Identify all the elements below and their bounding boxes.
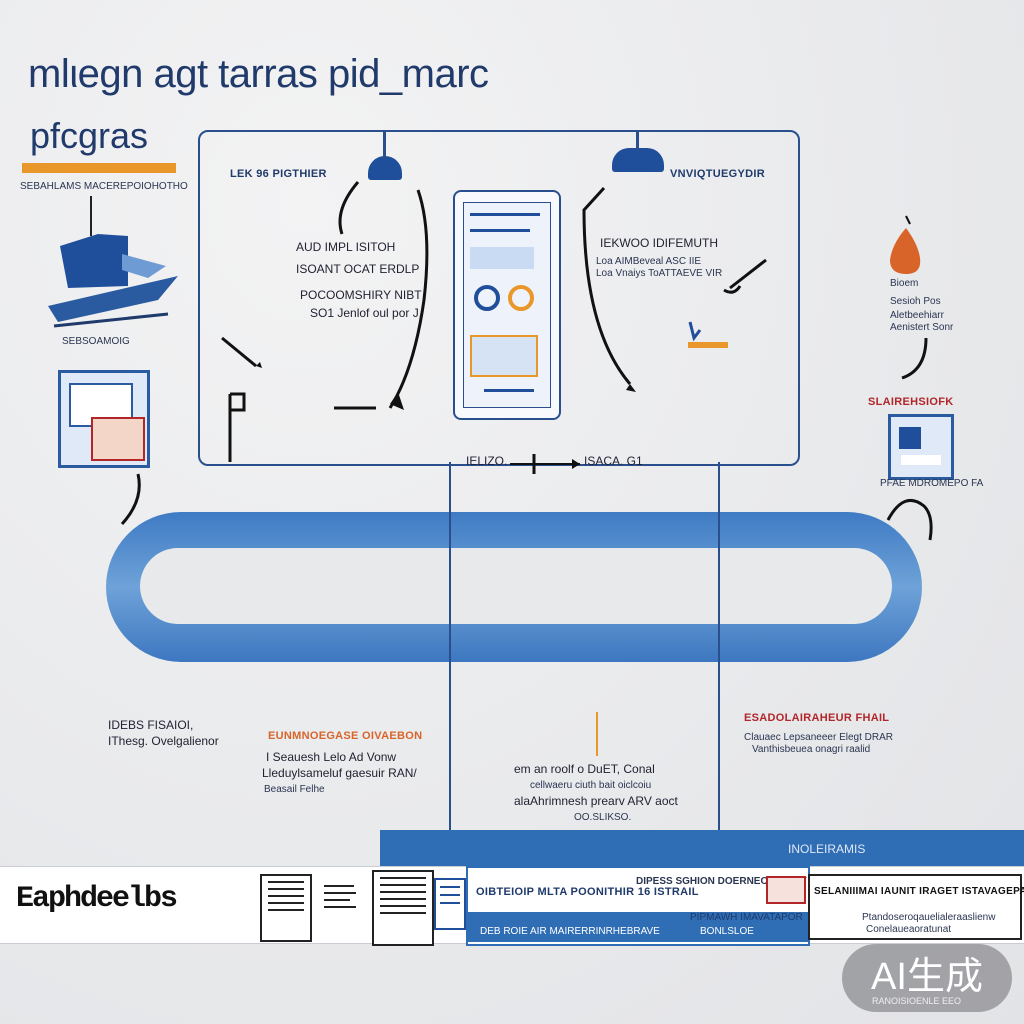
frame-right-line-3: Loa Vnaiys ToATTAEVE VIR [596,268,723,279]
right-vertical-connector [718,462,720,858]
below-col4-line-2: Vanthisbeuea onagri raalid [752,744,871,755]
diagram-subtitle: pfcgras [30,115,149,156]
cycle-loop-center [140,548,892,624]
left-vertical-connector [449,462,451,858]
below-col2-line-1: I Seauesh Lelo Ad Vonw [266,750,397,764]
right-item-3: Aletbeehiarr [890,310,944,321]
right-item-1: Bioem [890,278,919,289]
strip-center-panel [466,866,810,946]
frame-left-line-1: AUD IMPL ISITOH [296,240,396,254]
document-icon-4 [434,878,466,930]
header-caption: SEBAHLAMS MACEREPOIOHOTHO [20,181,188,192]
frame-bottom-left-label: IELIZO. [466,454,508,468]
right-item-4: Aenistert Sonr [890,322,954,333]
frame-right-line-1: IEKWOO IDIFEMUTH [600,236,718,250]
flame-icon [890,215,921,274]
ship-icon-label: SEBSOAMOIG [62,336,130,347]
right-curve-connector [901,337,928,380]
document-icon-3 [372,870,434,946]
below-col1-line-1: IDEBS FISAIOI, [108,718,194,732]
below-col3-line-4: OO.SLIKSO. [574,812,632,823]
band-label: INOLEIRAMIS [788,842,866,856]
right-loop-connector [886,498,933,541]
below-col2-line-2: Lleduylsameluf gaesuir RAN/ [262,766,417,780]
left-bell-icon [368,156,402,180]
strip-right-line-1: Ptandoseroqauelialeraaslienw [862,912,996,923]
strip-band-tag: DIPESS SGHION DOERNEOBVIE AT [636,876,807,887]
below-col2-line-3: Beasail Felhe [264,784,325,795]
title-underline [22,163,176,173]
below-col3-marker [596,712,598,756]
ship-icon [48,234,178,328]
below-col4-title: ESADOLAIRAHEUR FHAIL [744,712,890,724]
below-col3-line-3: alaAhrimnesh prearv ARV aoct [514,794,678,808]
right-bell-icon [612,148,664,172]
frame-connectors [221,181,767,462]
below-col3-line-1: em an roolf o DuET, Conal [514,762,655,776]
watermark-subtext: RANOISIOENLE EEO [872,996,962,1006]
frame-top-left-label: LEK 96 PIGTHIER [230,168,327,180]
frame-right-line-2: Loa AIMBeveal ASC IIE [596,256,702,267]
strip-right-panel [808,874,1022,940]
bidirectional-arrow [510,454,580,474]
phone-screen [463,202,551,408]
below-col3-line-2: cellwaeru ciuth bait oiclcoiu [530,780,652,791]
alert-panel-icon [888,414,954,480]
frame-left-line-3: POCOOMSHIRY NIBT [300,288,422,302]
phone-mockup [453,190,561,420]
below-col4-line-1: Clauaec Lepsaneeer Elegt DRAR [744,732,893,743]
strip-red-flag-icon [766,876,806,904]
below-col2-title: EUNMNOEGASE OIVAEBON [268,730,423,742]
strip-band-line-3: DEB ROIE AIR MAIRERRINRHEBRAVE [480,926,660,937]
below-col1-line-2: IThesg. Ovelgalienor [108,734,219,748]
process-frame [198,130,800,466]
strip-band-line-2: PIPMAWH IMAVATAPOR [690,912,803,923]
document-icon-2 [318,880,362,932]
frame-top-right-label: VNVIQTUEGYDIR [670,168,765,180]
left-bell-stem [383,132,386,158]
caption-connector [90,196,92,236]
diagram-title: mlιegn agt tarras pid_marc [28,52,489,96]
strip-right-title: SELANIIIMAI IAUNIT IRAGET ISTAVAGEPASON [814,886,1024,897]
document-stack-icon [58,370,150,468]
right-bell-stem [636,132,639,150]
left-curve-connector [120,473,141,526]
document-icon-1 [260,874,312,942]
strip-left-word: Eaphdeelbs [16,882,178,916]
right-item-2: Sesioh Pos [890,296,941,307]
right-section-label: SLAIREHSIOFK [868,396,954,408]
ai-generated-watermark: AI生成 [842,944,1012,1012]
frame-left-line-2: ISOANT OCAT ERDLP [296,262,420,276]
strip-band-line-4: BONLSLOE [700,926,754,937]
frame-bottom-right-label: ISACA. G1 [584,454,643,468]
strip-band-line-1: OIBTEIOIP MLTA POONITHIR 16 ISTRAIL [476,886,699,898]
right-icon-caption: PFAE MDROMEPO FA [880,478,984,489]
strip-right-line-2: Conelaueaoratunat [866,924,952,935]
frame-left-line-4: SO1 Jenlof oul por J. [310,306,423,320]
